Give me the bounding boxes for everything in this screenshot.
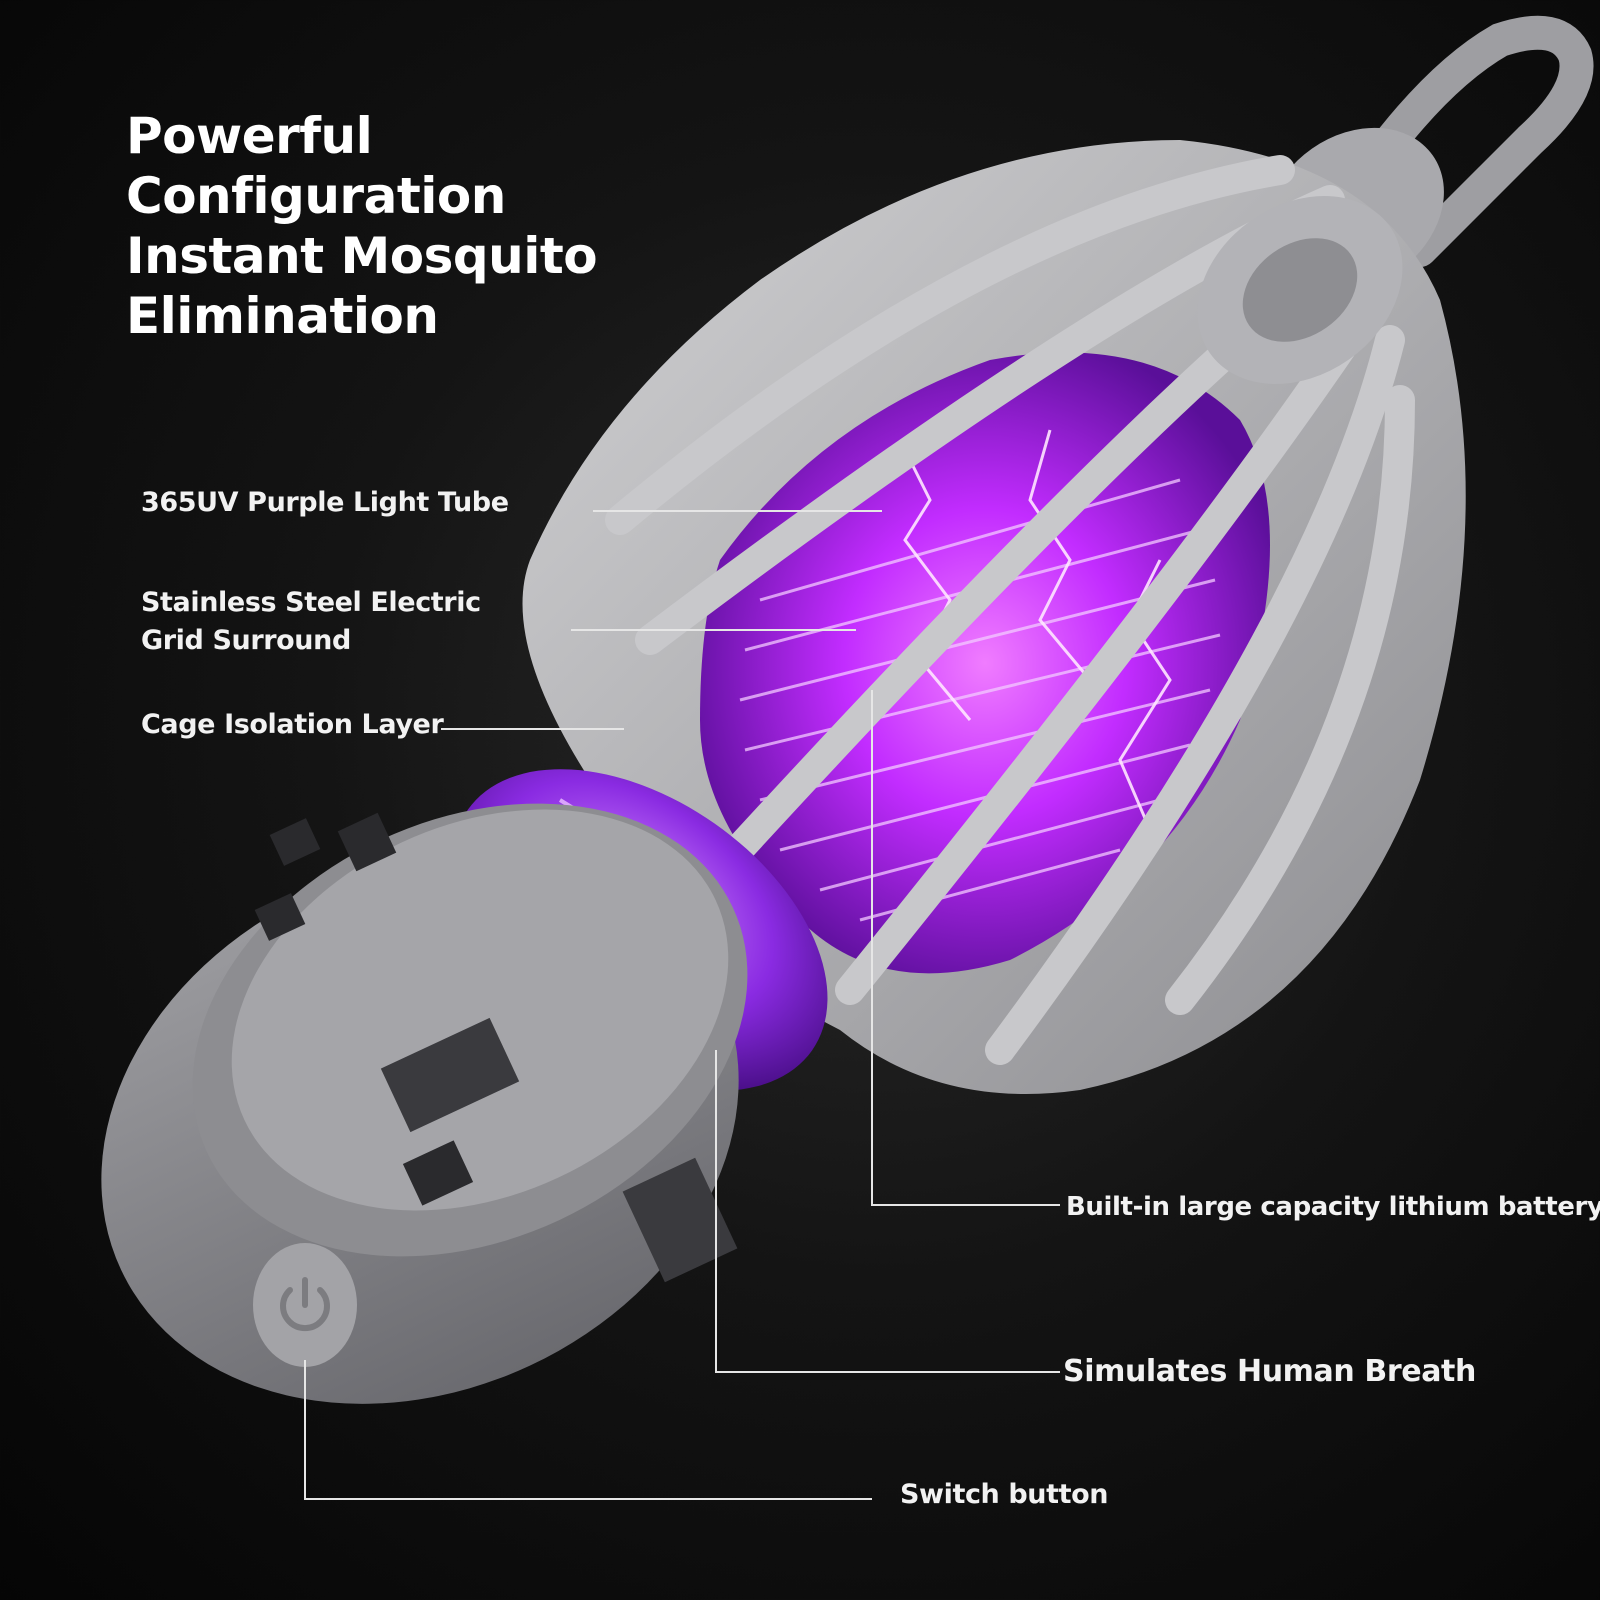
electric-grid [739, 478, 1221, 922]
leader-breath [715, 1050, 1060, 1373]
callout-battery: Built-in large capacity lithium battery [1066, 1192, 1600, 1222]
circuit-board [231, 809, 729, 1211]
headline-line-2: Configuration [126, 167, 506, 225]
power-button[interactable] [253, 1243, 357, 1367]
headline: Powerful Configuration Instant Mosquito … [126, 106, 598, 346]
callout-steel-grid-line-1: Stainless Steel Electric [141, 587, 481, 618]
leader-battery [871, 690, 1060, 1206]
base-housing [101, 803, 748, 1404]
power-icon [280, 1277, 330, 1332]
callout-steel-grid: Stainless Steel Electric Grid Surround [141, 584, 481, 660]
callout-uv-tube: 365UV Purple Light Tube [141, 487, 509, 518]
callout-lines [304, 510, 1060, 1500]
callout-steel-grid-line-2: Grid Surround [141, 625, 351, 656]
leader-switch [304, 1360, 872, 1500]
headline-line-3: Instant Mosquito [126, 227, 598, 285]
headline-line-1: Powerful [126, 107, 373, 165]
callout-cage-layer: Cage Isolation Layer [141, 709, 444, 740]
cage-shell [522, 140, 1466, 1094]
callout-human-breath: Simulates Human Breath [1063, 1354, 1476, 1389]
electronic-components [254, 812, 738, 1283]
callout-switch: Switch button [900, 1479, 1109, 1510]
headline-line-4: Elimination [126, 287, 439, 345]
